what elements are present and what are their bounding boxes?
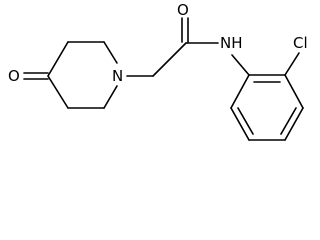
bond-ring-c2-n1 <box>103 41 118 64</box>
bond-phenyl-c6-c1 <box>230 74 250 109</box>
bond-ring-n1-c6 <box>103 85 118 109</box>
bond-phenyl-c2-c3 <box>284 74 304 109</box>
bond-ring-c5-c4 <box>47 75 69 109</box>
chlorine-label: Cl <box>293 34 308 52</box>
bond-phenyl-cl <box>284 52 300 76</box>
carbonyl-oxygen-label: O <box>177 1 189 19</box>
ketone-double-bond <box>23 72 49 80</box>
bond-ch2-carbonyl <box>152 42 187 77</box>
chlorophenyl-ring <box>230 52 304 141</box>
chemical-structure: O N O NH Cl <box>8 1 308 141</box>
ring-nitrogen-label: N <box>112 67 123 85</box>
bond-phenyl-c3-c4 <box>284 107 304 141</box>
bond-aromatic-inner-3 <box>237 107 254 135</box>
piperidinone-ring <box>47 41 118 109</box>
amide-nh-label: NH <box>220 34 243 52</box>
bond-ring-c4-c3 <box>47 41 69 77</box>
bond-nh-c1 <box>231 54 250 76</box>
acetamide-linker <box>126 17 219 77</box>
bond-phenyl-c5-c6 <box>230 107 250 141</box>
bond-aromatic-inner-2 <box>280 107 297 135</box>
ketone-oxygen-label: O <box>8 67 20 85</box>
